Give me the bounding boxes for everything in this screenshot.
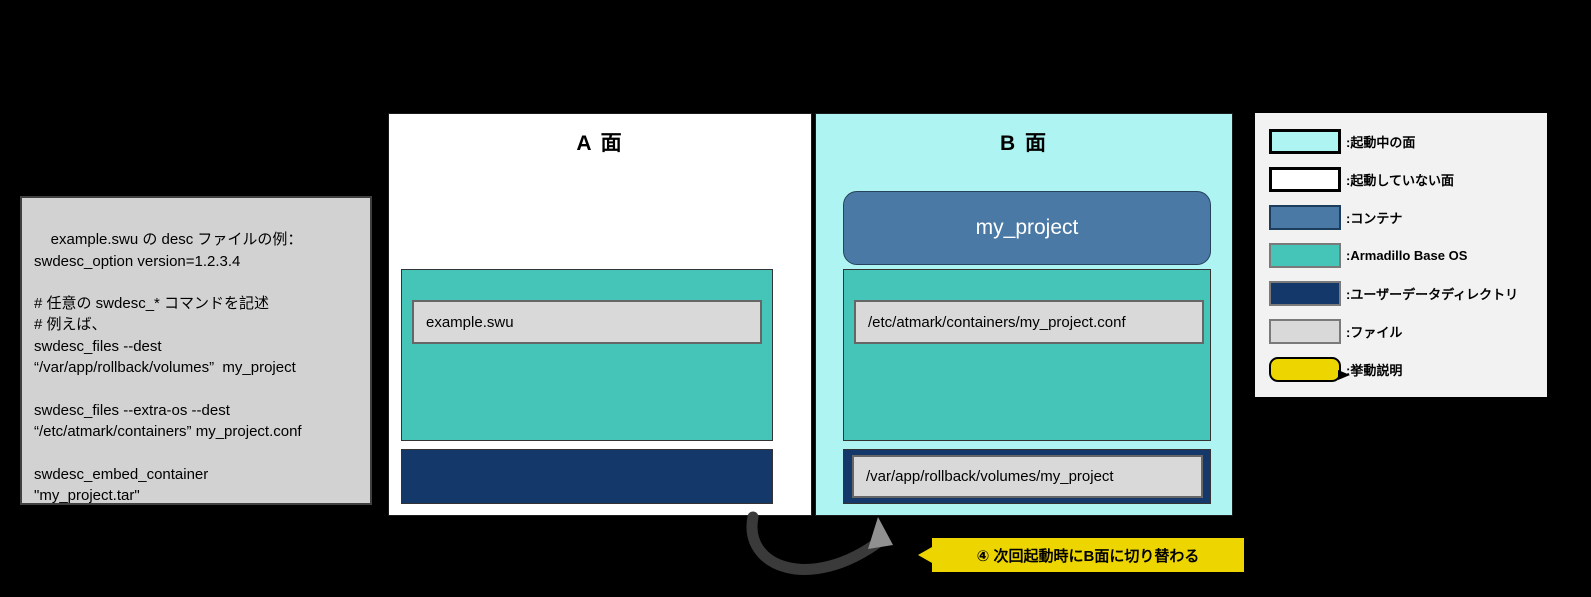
behavior-note-swatch (1269, 356, 1350, 382)
switch-callout: ④ 次回起動時にB面に切り替わる (918, 538, 1244, 572)
panel-a-base-os-box: example.swu (401, 269, 773, 441)
panel-b-volume-label: /var/app/rollback/volumes/my_project (866, 468, 1114, 485)
panel-b-base-os-box: /etc/atmark/containers/my_project.conf (843, 269, 1211, 441)
legend-item-inactive-side: :起動していない面 (1255, 160, 1547, 198)
legend-item-behavior-note: :挙動説明 (1255, 350, 1547, 388)
legend-label: :起動中の面 (1346, 134, 1416, 150)
container-swatch (1269, 204, 1341, 230)
panel-b-side: B 面 my_project /etc/atmark/containers/my… (815, 113, 1233, 516)
panel-b-container-box: my_project (843, 191, 1211, 265)
legend: :起動中の面 :起動していない面 :コンテナ :Armadillo Base O… (1255, 113, 1547, 397)
base-os-swatch (1269, 242, 1341, 268)
panel-b-container-label: my_project (975, 216, 1079, 239)
panel-a-userdata-box (401, 449, 773, 504)
swdesc-example-text: example.swu の desc ファイルの例： swdesc_option… (34, 231, 303, 504)
legend-item-base-os: :Armadillo Base OS (1255, 236, 1547, 274)
switch-callout-label: ④ 次回起動時にB面に切り替わる (976, 547, 1200, 565)
active-side-swatch (1269, 128, 1341, 154)
legend-item-container: :コンテナ (1255, 198, 1547, 236)
legend-label: :起動していない面 (1346, 172, 1454, 188)
swdesc-example-box: example.swu の desc ファイルの例： swdesc_option… (20, 196, 372, 505)
panel-b-userdata-box: /var/app/rollback/volumes/my_project (843, 449, 1211, 504)
legend-item-active-side: :起動中の面 (1255, 122, 1547, 160)
legend-label: :ファイル (1346, 324, 1403, 340)
userdata-swatch (1269, 280, 1341, 306)
legend-label: :挙動説明 (1346, 362, 1403, 378)
panel-a-side: A 面 example.swu (388, 113, 812, 516)
legend-item-userdata: :ユーザーデータディレクトリ (1255, 274, 1547, 312)
panel-b-volume-box: /var/app/rollback/volumes/my_project (852, 455, 1203, 498)
panel-b-conf-file-label: /etc/atmark/containers/my_project.conf (868, 313, 1126, 331)
file-swatch (1269, 318, 1341, 344)
panel-a-file-box: example.swu (412, 300, 762, 344)
legend-label: :ユーザーデータディレクトリ (1346, 286, 1519, 302)
inactive-side-swatch (1269, 166, 1341, 192)
panel-a-title: A 面 (576, 132, 624, 155)
legend-label: :コンテナ (1346, 210, 1403, 226)
panel-b-title: B 面 (1000, 132, 1048, 155)
panel-b-conf-file-box: /etc/atmark/containers/my_project.conf (854, 300, 1204, 344)
legend-item-file: :ファイル (1255, 312, 1547, 350)
legend-label: :Armadillo Base OS (1346, 247, 1468, 263)
panel-a-file-label: example.swu (426, 313, 514, 331)
switch-arrow-icon (746, 511, 893, 575)
